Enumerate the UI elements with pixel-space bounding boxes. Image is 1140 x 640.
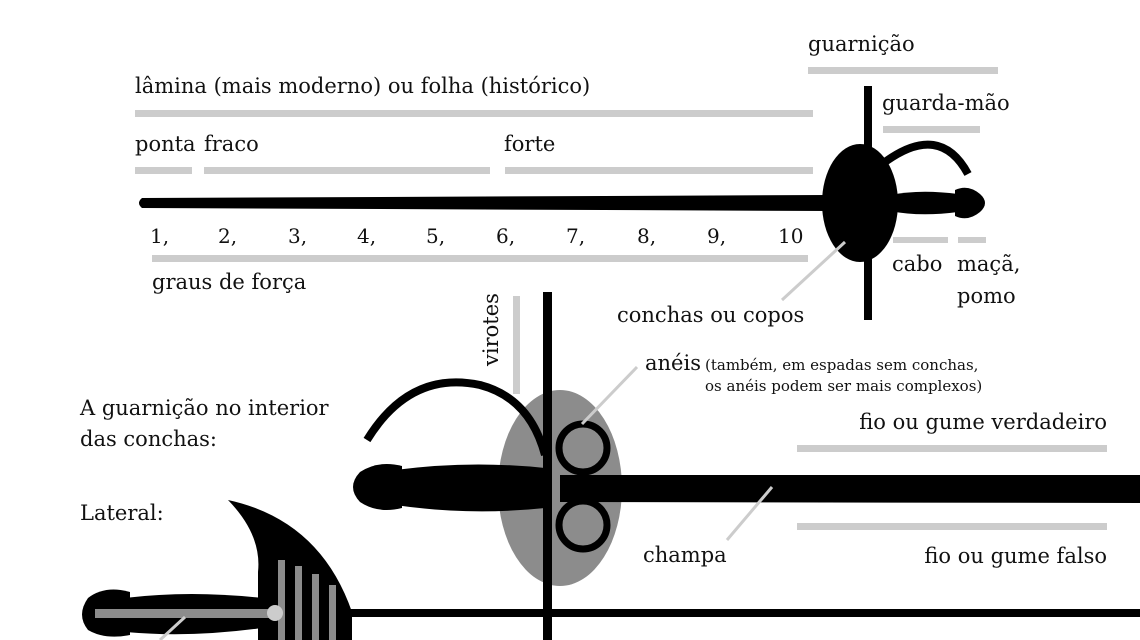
label-aneis-note-2: os anéis podem ser mais complexos) [705,377,982,395]
grau-number: 5, [426,224,445,248]
middle-pommel [353,464,402,510]
label-graus-de-forca: graus de força [152,270,306,294]
bracket-graus [152,255,808,262]
label-pomo: pomo [957,284,1016,308]
middle-quillon [543,292,552,640]
middle-grip [395,464,545,512]
middle-ring-lower [555,497,611,553]
grau-number: 4, [357,224,376,248]
label-champa: champa [643,543,727,567]
lateral-blade [350,609,1140,617]
bracket-fraco [204,167,490,174]
leader-aneis [580,365,639,426]
label-guarda-mao: guarda-mão [882,91,1010,115]
leader-conchas [780,240,847,302]
label-fio-verdadeiro: fio ou gume verdadeiro [859,410,1107,434]
label-interior-1: A guarnição no interior [79,396,330,420]
top-pommel [955,187,985,219]
top-grip [890,191,958,215]
bracket-cabo [893,237,948,243]
grau-number: 2, [218,224,237,248]
grau-number: 8, [637,224,656,248]
label-interior-2: das conchas: [80,427,217,451]
bracket-maca [958,237,986,243]
grau-number: 3, [288,224,307,248]
label-fio-falso: fio ou gume falso [924,544,1107,568]
label-fraco: fraco [204,132,259,156]
middle-blade [560,475,1140,503]
bracket-fio-falso [797,523,1107,530]
leader-lateral [158,615,187,640]
grau-number: 6, [496,224,515,248]
top-shell [822,144,898,262]
lateral-shell-stripe [329,585,336,640]
bracket-guarda-mao [883,126,980,133]
lateral-shell-stripe [312,574,319,640]
grau-number: 7, [566,224,585,248]
lateral-sword [82,500,1140,640]
label-lateral: Lateral: [80,501,164,525]
grau-number: 10 [778,224,803,248]
bracket-ponta [135,167,192,174]
middle-sword: virotes anéis (também, em espadas sem co… [353,292,1140,640]
label-ponta: ponta [135,132,196,156]
top-sword: guarnição lâmina (mais moderno) ou folha… [135,32,1020,327]
bracket-virotes [513,296,520,394]
lateral-grey-dot [267,605,283,621]
bracket-guarnicao [808,67,998,74]
top-blade [139,195,830,211]
middle-knuckle-guard [363,378,549,457]
lateral-shell-stripe [278,560,285,640]
label-forte: forte [504,132,555,156]
grau-number: 1, [150,224,169,248]
leader-champa [725,486,774,541]
label-virotes: virotes [479,293,503,367]
lateral-shell-stripe [295,566,302,640]
grau-number: 9, [707,224,726,248]
label-maca: maçã, [957,252,1020,276]
lateral-grey-bar [95,609,275,618]
bracket-forte [505,167,813,174]
label-aneis-note-1: (também, em espadas sem conchas, [705,356,978,374]
top-knuckle-guard [882,140,972,176]
bracket-lamina [135,110,813,117]
label-cabo: cabo [892,252,942,276]
label-guarnicao: guarnição [808,32,915,56]
label-aneis: anéis [645,351,701,375]
label-conchas: conchas ou copos [617,303,804,327]
label-lamina: lâmina (mais moderno) ou folha (históric… [135,74,590,98]
bracket-fio-verdadeiro [797,445,1107,452]
